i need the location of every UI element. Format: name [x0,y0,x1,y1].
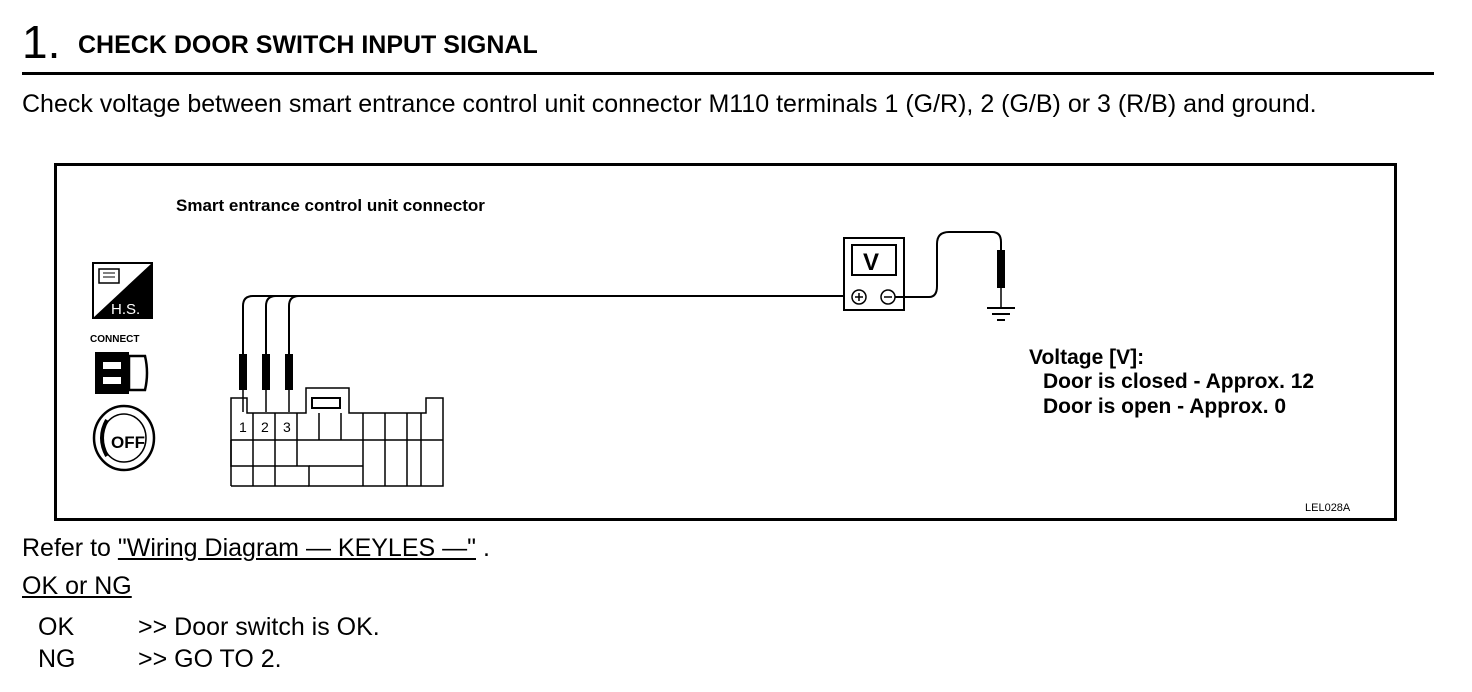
connector-body [230,387,444,487]
voltage-heading: Voltage [V]: [1029,346,1144,369]
terminal-1-label: 1 [239,419,247,435]
refer-prefix: Refer to [22,534,118,562]
harness-side-label: H.S. [111,301,140,318]
refer-line: Refer to "Wiring Diagram — KEYLES —" . [22,532,490,564]
connect-label: CONNECT [90,334,139,345]
ignition-off-label: OFF [111,433,145,452]
ground-probe [895,231,1005,308]
terminal-3-label: 3 [283,419,291,435]
wiring-diagram-link[interactable]: "Wiring Diagram — KEYLES —" [117,534,476,562]
step-number: 1. [22,16,61,68]
probe-tips [239,354,293,412]
ignition-off-icon: OFF [92,404,156,472]
ok-or-ng-title: OK or NG [22,572,132,600]
result-ng-code: NG [38,645,76,673]
probe-wires [242,295,847,354]
harness-side-icon: H.S. [92,262,153,319]
refer-suffix: . [476,534,490,562]
connector-label: Smart entrance control unit connector [176,196,485,215]
ground-icon [987,307,1015,321]
result-ok-code: OK [38,613,75,641]
voltage-open: Door is open - Approx. 0 [1043,395,1286,418]
step-title: CHECK DOOR SWITCH INPUT SIGNAL [78,31,538,59]
step-header: 1. CHECK DOOR SWITCH INPUT SIGNAL [22,12,1434,75]
result-ng-text: >> GO TO 2. [138,645,282,673]
terminal-2-label: 2 [261,419,269,435]
connect-icon: CONNECT [90,334,149,394]
result-ng-row: NG >> GO TO 2. [38,643,282,675]
result-ok-row: OK >> Door switch is OK. [38,611,380,643]
voltmeter-icon: V [843,237,905,311]
result-ok-text: >> Door switch is OK. [138,613,380,641]
instruction-text: Check voltage between smart entrance con… [22,90,1317,118]
voltmeter-symbol: V [863,249,879,276]
voltage-closed: Door is closed - Approx. 12 [1043,370,1314,393]
wiring-figure: Smart entrance control unit connector H.… [54,163,1397,521]
figure-drawing: Smart entrance control unit connector H.… [90,196,1351,514]
figure-code: LEL028A [1305,502,1351,514]
